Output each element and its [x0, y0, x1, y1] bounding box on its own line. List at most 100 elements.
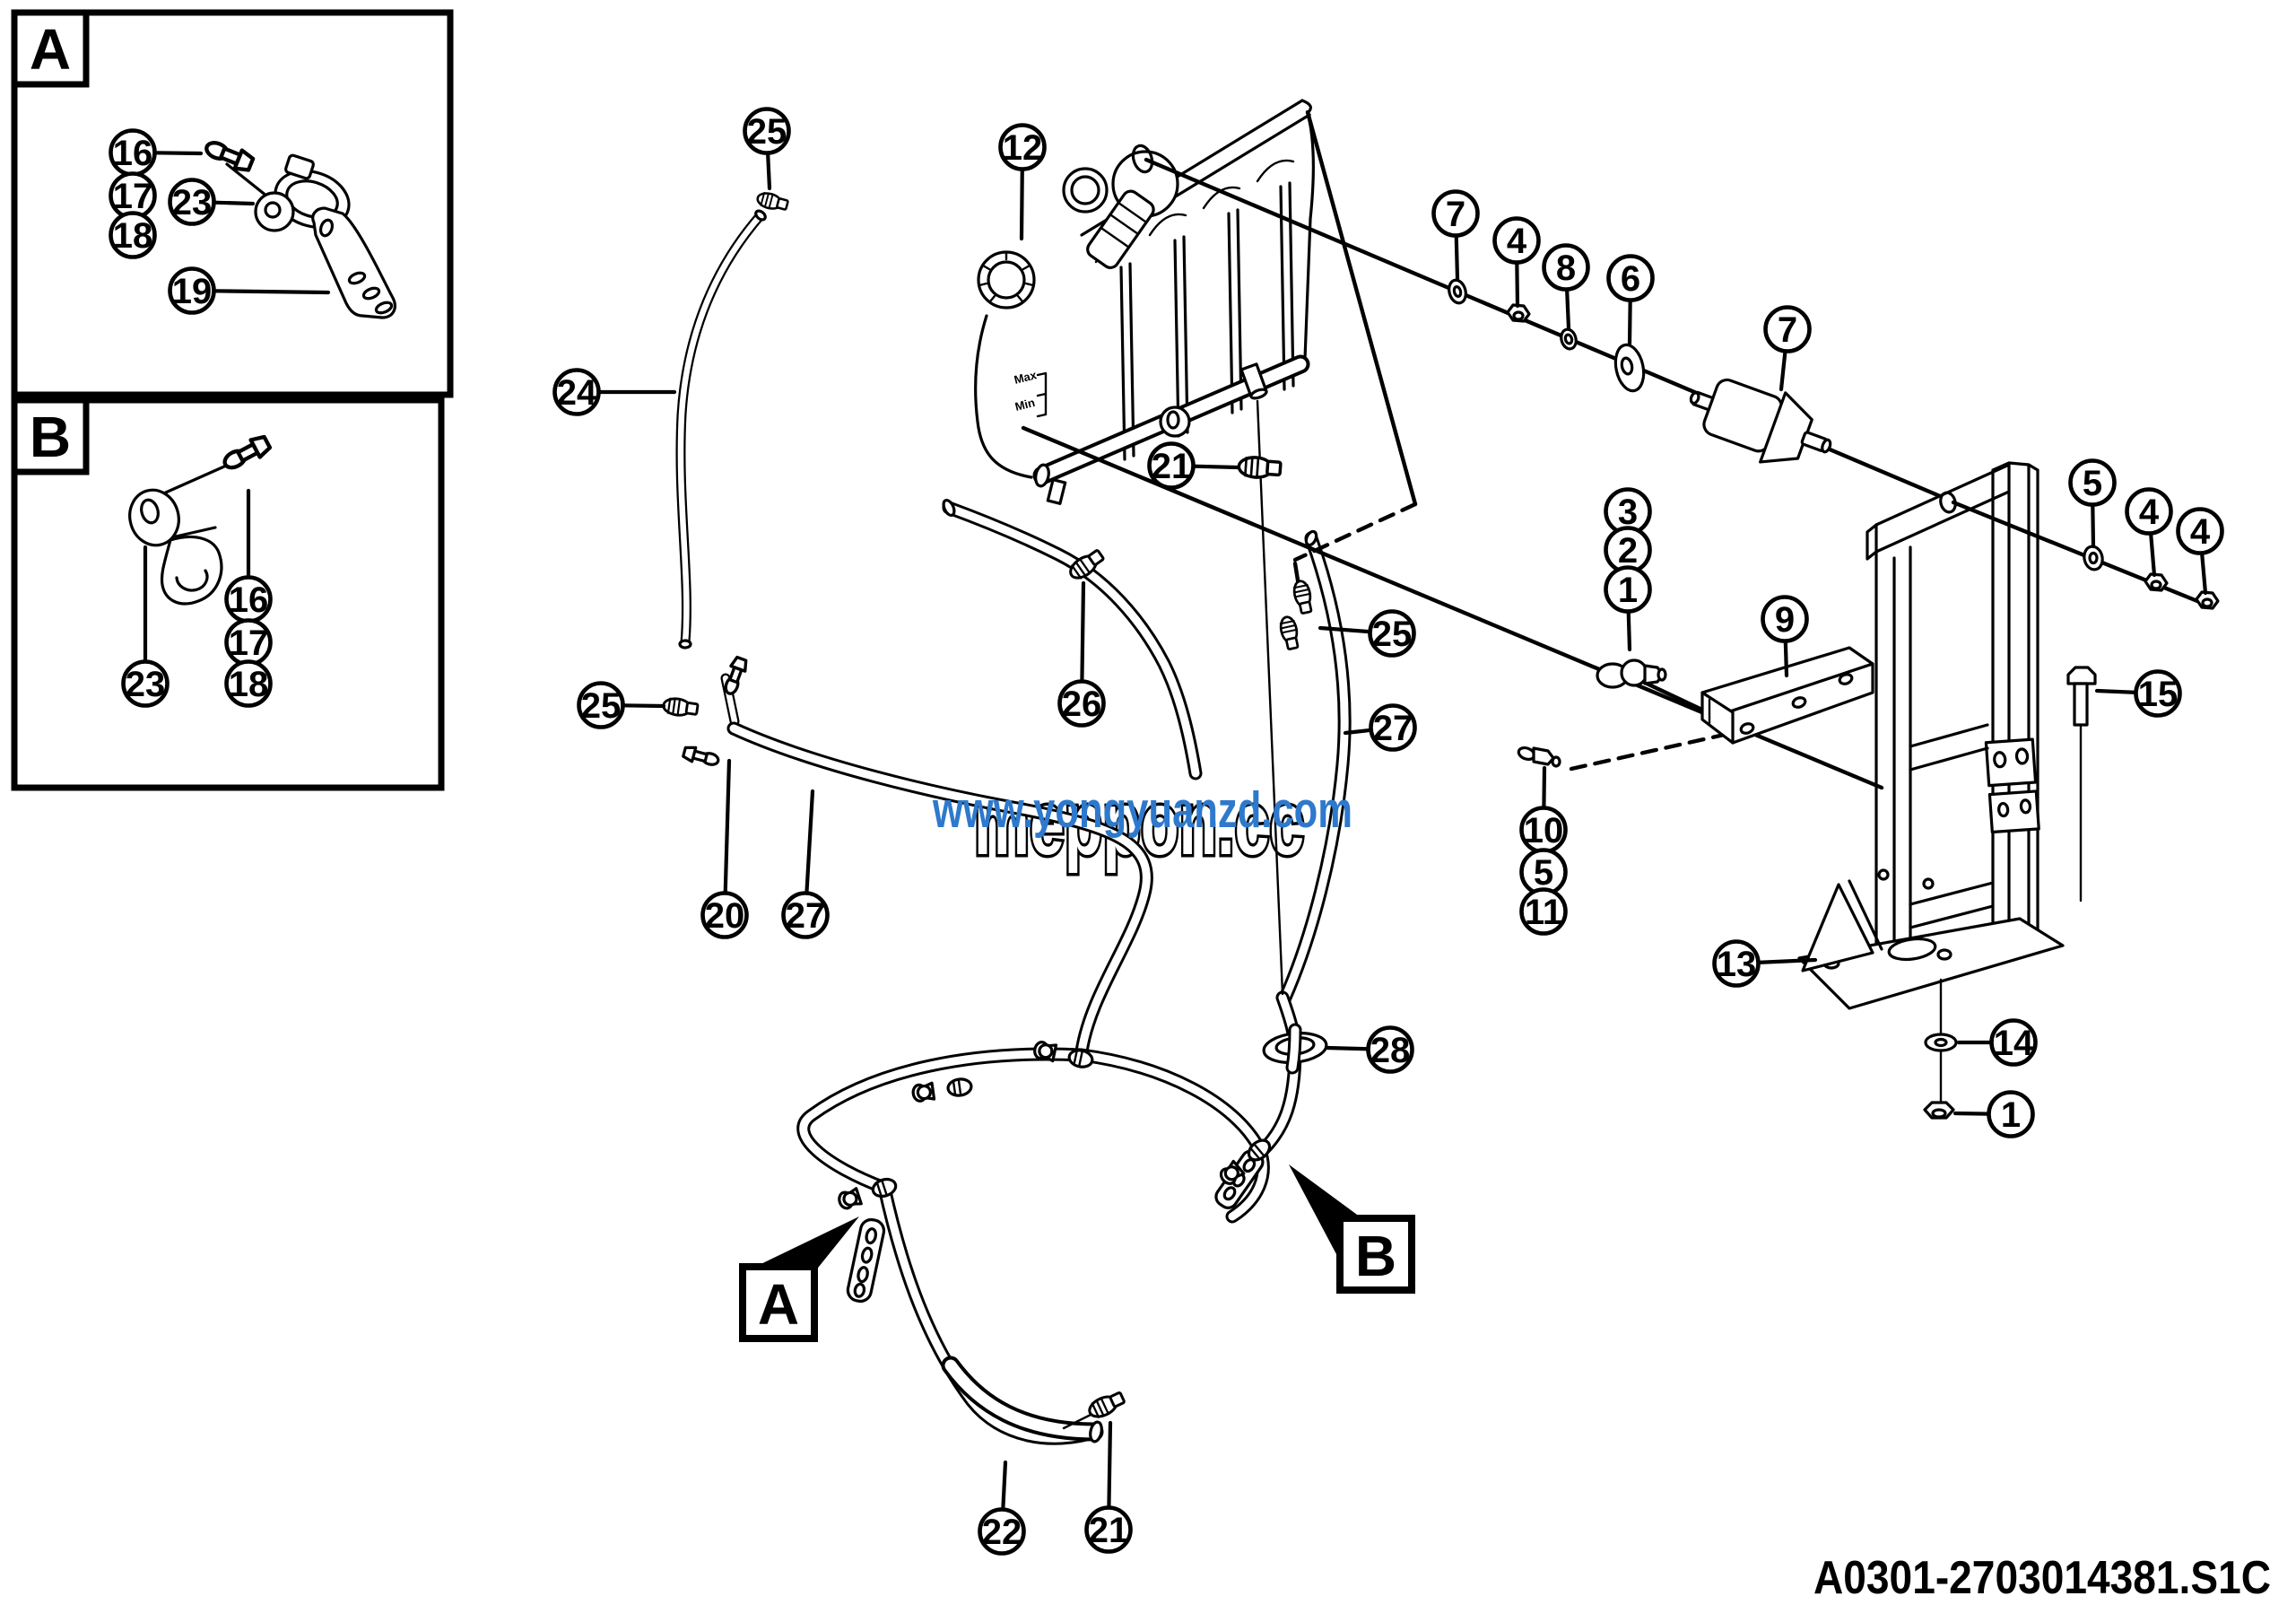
callout-circle: [224, 659, 273, 708]
callout-leader: [1107, 1420, 1113, 1510]
callout-11: 11: [1519, 887, 1568, 936]
nut-4: [1506, 303, 1531, 323]
callout-number: 17: [113, 177, 153, 216]
callout-4: 4: [2125, 487, 2173, 578]
callout-circle: [978, 1507, 1026, 1556]
callout-17: 17: [224, 618, 273, 667]
washer-7: [1448, 278, 1467, 305]
clamp-21-bottom: [1084, 1388, 1128, 1422]
callout-18: 18: [109, 211, 157, 259]
callout-number: 23: [126, 665, 166, 704]
callout-21: 21: [1084, 1420, 1133, 1554]
callout-1: 1: [1604, 565, 1652, 652]
callout-9: 9: [1761, 595, 1809, 678]
callout-leader: [621, 703, 666, 709]
callout-number: 22: [982, 1513, 1022, 1552]
callout-circle: [2176, 507, 2224, 555]
callout-number: 6: [1621, 259, 1640, 299]
hose-22: [877, 1181, 1104, 1445]
nut-4b: [2144, 572, 2169, 592]
callout-circle: [1763, 305, 1812, 353]
callout-leader: [2091, 502, 2096, 549]
callout-number: 25: [1372, 615, 1413, 654]
callout-circle: [1147, 441, 1196, 490]
callout-number: 12: [1003, 128, 1043, 168]
callout-leader: [1627, 298, 1632, 346]
callout-number: 17: [229, 624, 269, 663]
callout-leader: [2149, 531, 2157, 578]
callout-4: 4: [2176, 507, 2224, 596]
callout-circle: [1604, 565, 1652, 614]
clamp-21-top: [1236, 454, 1283, 481]
callout-circle: [2134, 669, 2182, 718]
callout-circle: [121, 659, 170, 708]
callout-circle: [1366, 1025, 1414, 1074]
expansion-tank: Max Min: [974, 99, 1316, 505]
callout-circle: [998, 123, 1047, 171]
callout-circle: [168, 178, 216, 226]
callout-23: 23: [121, 545, 170, 708]
callout-leader: [1783, 639, 1789, 678]
fitting-pin-left: [681, 743, 722, 770]
hose-24: [675, 209, 767, 650]
callout-number: 24: [557, 373, 597, 413]
marker-b: B: [1289, 1164, 1415, 1294]
callout-circle: [743, 107, 791, 155]
callout-circle: [1057, 679, 1106, 728]
callout-number: 25: [747, 112, 787, 152]
callout-14: 14: [1956, 1018, 2038, 1067]
inset-a-label: A: [30, 17, 71, 82]
callout-number: 4: [2139, 493, 2160, 532]
callout-17: 17: [109, 171, 157, 220]
callout-circle: [552, 368, 601, 416]
inset-b-label: B: [30, 405, 71, 469]
bolt-10: [1517, 746, 1561, 768]
callout-circle: [1431, 189, 1480, 238]
callout-leader: [2094, 688, 2138, 695]
callout-number: 5: [2083, 464, 2102, 503]
callout-circle: [109, 211, 157, 259]
callout-circle: [2125, 487, 2173, 536]
callout-7: 7: [1431, 189, 1480, 282]
washer-8: [1560, 327, 1578, 351]
inset-box-b: B: [11, 397, 445, 791]
callout-number: 25: [581, 686, 622, 726]
inset-b-parts: [128, 433, 272, 606]
watermark-outline-text: meppon.cc: [974, 773, 1304, 874]
axis-fasteners: [1448, 278, 1832, 464]
callout-number: 1: [2001, 1095, 2021, 1135]
callout-leader: [1564, 287, 1571, 331]
hose-27-right: [1278, 529, 1352, 1005]
callout-number: 15: [2138, 675, 2179, 714]
callout-leader: [1343, 728, 1373, 736]
callout-circle: [168, 266, 216, 315]
ring-28: [1262, 1023, 1328, 1075]
hose-27-left: [726, 721, 1153, 1059]
callout-27: 27: [781, 789, 830, 939]
callout-number: 20: [705, 896, 745, 936]
tank-cap-2: [1062, 167, 1109, 214]
watermark-url: www.yongyuanzd.com: [932, 781, 1352, 839]
callout-leader: [1515, 260, 1520, 309]
mounting-stand: [1797, 461, 2220, 1120]
callout-leader: [2200, 551, 2208, 596]
part-number: A0301-2703014381.S1C: [1813, 1552, 2271, 1604]
callout-circle: [1492, 216, 1541, 265]
callout-25: 25: [743, 107, 791, 191]
callout-23: 23: [168, 178, 256, 226]
bolt-15: [2066, 666, 2097, 727]
callout-number: 18: [229, 665, 269, 704]
callout-20: 20: [700, 758, 749, 939]
marker-a: A: [739, 1216, 859, 1342]
hose-26: [942, 498, 1203, 780]
callout-leader: [212, 200, 256, 206]
callout-circle: [2068, 458, 2117, 507]
washer-6: [1613, 343, 1646, 393]
callout-leader: [1001, 1460, 1008, 1512]
callout-13: 13: [1712, 939, 1818, 988]
inset-a-parts: [204, 137, 396, 319]
callout-5: 5: [1519, 848, 1568, 896]
